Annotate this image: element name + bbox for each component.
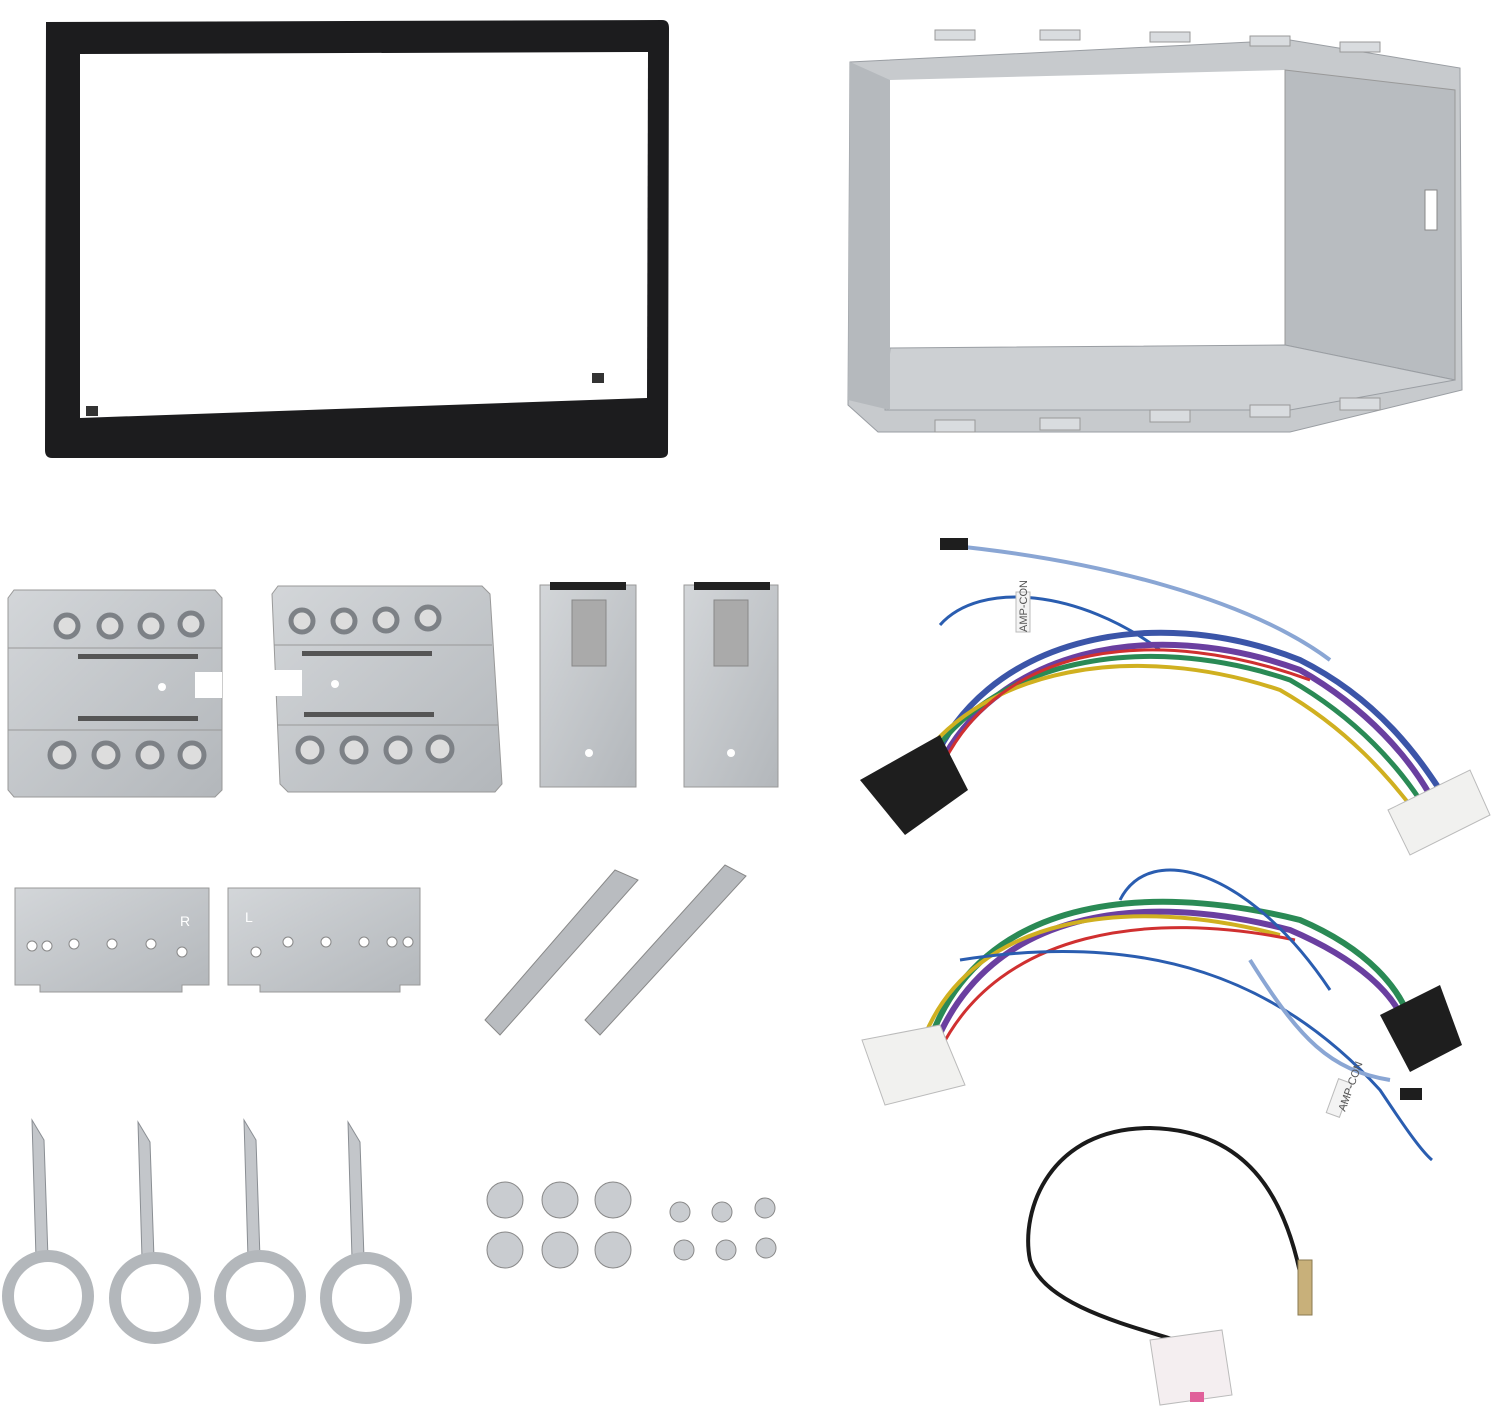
antenna-adapter xyxy=(1026,1125,1313,1406)
wiring-harness-1: AMP-CON xyxy=(860,538,1491,856)
bracket-left: L xyxy=(227,887,421,993)
bracket-right: R xyxy=(14,887,210,993)
harness-1-tag: AMP-CON xyxy=(1018,580,1030,632)
wiring-harness-2: AMP-CON xyxy=(861,868,1462,1162)
screws-small xyxy=(669,1197,777,1261)
screws-large xyxy=(486,1181,632,1269)
release-key-1 xyxy=(484,869,639,1036)
mounting-cage xyxy=(847,29,1463,433)
side-plate-right xyxy=(271,585,503,793)
bracket-r-label: R xyxy=(180,913,190,929)
din-removal-keys xyxy=(2,1118,412,1344)
side-plate-left xyxy=(7,589,223,798)
bracket-l-label: L xyxy=(245,909,253,925)
spring-bracket-2 xyxy=(683,582,779,788)
spring-bracket-1 xyxy=(539,582,637,788)
trim-frame xyxy=(45,20,669,458)
release-key-2 xyxy=(584,864,747,1036)
